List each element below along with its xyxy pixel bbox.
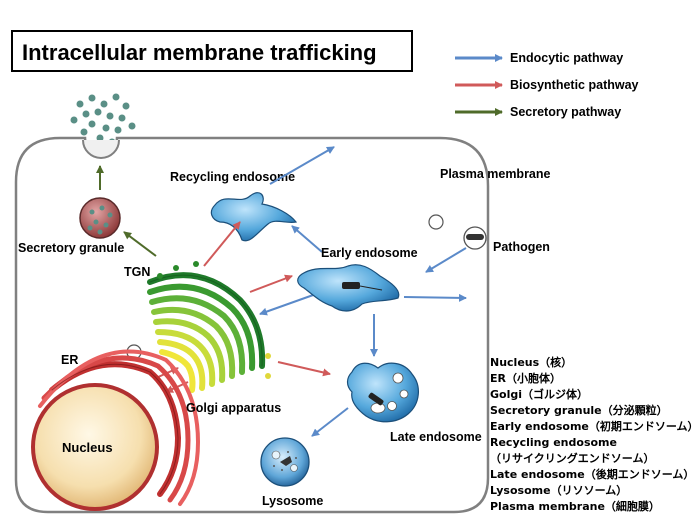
recycling-endosome (210, 192, 298, 242)
legend-endocytic-label: Endocytic pathway (510, 51, 623, 65)
arrow-late-to-lysosome (311, 407, 349, 437)
golgi-label: Golgi apparatus (186, 401, 281, 415)
title-box (11, 30, 413, 72)
glossary-item: Nucleus（核） (490, 355, 572, 369)
arrow-early-to-golgi (259, 293, 317, 316)
arrow-tgn-to-granule (123, 231, 157, 257)
glossary: Nucleus（核） ER（小胞体） Golgi（ゴルジ体） Secretory… (490, 355, 699, 513)
endocytosed-pathogen (342, 282, 360, 289)
glossary-item: （リサイクリングエンドソーム） (490, 451, 654, 465)
glossary-item: Recycling endosome (490, 436, 617, 449)
late-endosome-label: Late endosome (390, 430, 482, 444)
secretory-granule-label: Secretory granule (18, 241, 124, 255)
fusion-pore (82, 139, 120, 159)
arrow-recycling-to-membrane (269, 146, 335, 185)
legend-secretory-label: Secretory pathway (510, 105, 621, 119)
er-label: ER (61, 353, 78, 367)
arrow-early-to-recycling (291, 225, 323, 253)
tgn-label: TGN (124, 265, 150, 279)
glossary-item: Plasma membrane（細胞膜） (490, 499, 660, 513)
endocytic-vesicle (428, 214, 444, 230)
arrow-pathogen-to-early (425, 247, 467, 273)
pathogen (463, 226, 487, 250)
glossary-item: ER（小胞体） (490, 371, 561, 385)
pathogen-label: Pathogen (493, 240, 550, 254)
secretory-granule (79, 197, 121, 239)
golgi-apparatus (147, 261, 271, 393)
legend-biosynthetic-label: Biosynthetic pathway (510, 78, 639, 92)
glossary-item: Golgi（ゴルジ体） (490, 387, 588, 401)
plasma-membrane-label: Plasma membrane (440, 167, 551, 181)
diagram-title: Intracellular membrane trafficking (22, 40, 377, 65)
recycling-endosome-label: Recycling endosome (170, 170, 295, 184)
arrow-golgi-to-early (249, 274, 293, 293)
secreted-particles (70, 93, 136, 146)
nucleus (31, 383, 159, 511)
nucleus-label: Nucleus (62, 440, 113, 455)
lysosome (260, 437, 310, 487)
early-endosome-label: Early endosome (321, 246, 418, 260)
legend: Endocytic pathway Biosynthetic pathway S… (455, 51, 639, 119)
late-endosome (346, 362, 419, 423)
glossary-item: Late endosome（後期エンドソーム） (490, 467, 694, 481)
lysosome-label: Lysosome (262, 494, 323, 508)
glossary-item: Early endosome（初期エンドソーム） (490, 419, 699, 433)
glossary-item: Secretory granule（分泌顆粒） (490, 403, 668, 417)
arrow-golgi-to-recycling (203, 221, 241, 267)
arrow-early-to-membrane (403, 293, 467, 302)
glossary-item: Lysosome（リソソーム） (490, 484, 627, 497)
endoplasmic-reticulum (38, 349, 201, 506)
arrow-golgi-to-late (277, 361, 331, 377)
